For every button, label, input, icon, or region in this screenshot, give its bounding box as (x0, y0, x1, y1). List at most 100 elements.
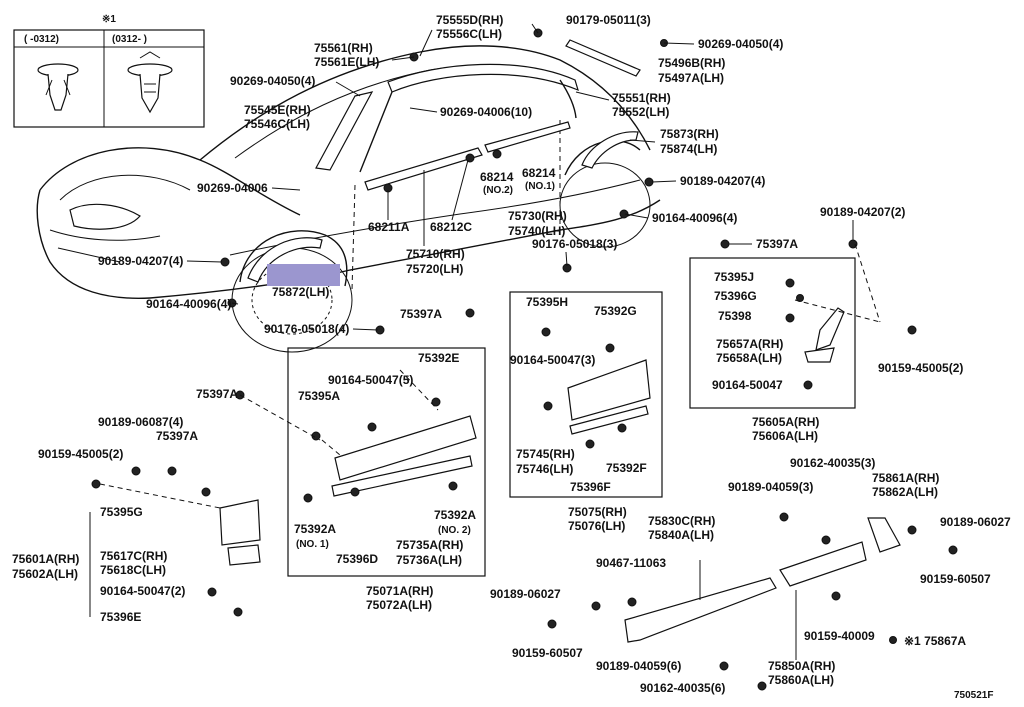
label-75071A: 75071A(RH) (366, 584, 433, 598)
label-68214-no2-note: (NO.2) (483, 185, 513, 196)
rear-door-protector-box (509, 291, 663, 498)
label-75730: 75730(RH) (508, 209, 567, 223)
label-75397A-left2: 75397A (156, 429, 198, 443)
label-75396G: 75396G (714, 289, 757, 303)
label-75397A-top: 75397A (756, 237, 798, 251)
label-75392G: 75392G (594, 304, 637, 318)
legend-col-left: ( -0312) (24, 34, 59, 45)
label-68214-no1-note: (NO.1) (525, 181, 555, 192)
label-68214-no2: 68214 (480, 170, 514, 184)
label-75617C: 75617C(RH) (100, 549, 167, 563)
label-75392A-no2: 75392A (434, 508, 476, 522)
label-68212C: 68212C (430, 220, 472, 234)
label-75556C: 75556C(LH) (436, 27, 502, 41)
leader-lines (186, 23, 854, 331)
label-90269-04006-10: 90269-04006(10) (440, 105, 532, 119)
legend-mark: ※1 (102, 14, 116, 25)
label-90164-50047-3: 90164-50047(3) (510, 353, 595, 367)
label-90159-45005-l: 90159-45005(2) (38, 447, 123, 461)
label-75735A: 75735A(RH) (396, 538, 463, 552)
label-75497A: 75497A(LH) (658, 71, 724, 85)
label-90164-40096-r: 90164-40096(4) (652, 211, 737, 225)
label-90162-40035-3: 90162-40035(3) (790, 456, 875, 470)
rocker-moldings (547, 512, 958, 691)
label-90467-11063: 90467-11063 (596, 556, 666, 570)
label-75720: 75720(LH) (406, 262, 463, 276)
label-75561E: 75561E(LH) (314, 55, 379, 69)
redaction-box (267, 264, 340, 286)
label-75740: 75740(LH) (508, 224, 565, 238)
label-75867A: ※1 75867A (904, 634, 966, 648)
label-75395J: 75395J (714, 270, 754, 284)
label-75618C: 75618C(LH) (100, 563, 166, 577)
label-75398: 75398 (718, 309, 752, 323)
label-75395A: 75395A (298, 389, 340, 403)
label-90189-06087: 90189-06087(4) (98, 415, 183, 429)
label-75075: 75075(RH) (568, 505, 627, 519)
label-90189-06027-l: 90189-06027 (490, 587, 561, 601)
part-labels: 75555D(RH) 75556C(LH) 90179-05011(3) 902… (12, 13, 1011, 701)
label-75561: 75561(RH) (314, 41, 373, 55)
label-75545E: 75545E(RH) (244, 103, 311, 117)
moldings (247, 39, 641, 283)
label-90189-06027-r: 90189-06027 (940, 515, 1011, 529)
label-75746: 75746(LH) (516, 462, 573, 476)
label-90164-50047-b: 90164-50047 (712, 378, 783, 392)
label-75552: 75552(LH) (612, 105, 669, 119)
clip-legend-box: ※1 ( -0312) (0312- ) (13, 14, 205, 128)
label-90189-04059-3: 90189-04059(3) (728, 480, 813, 494)
label-90159-45005-r: 90159-45005(2) (878, 361, 963, 375)
label-90159-60507-l: 90159-60507 (512, 646, 583, 660)
label-75606A: 75606A(LH) (752, 429, 818, 443)
label-75395H: 75395H (526, 295, 568, 309)
label-90162-40035-6: 90162-40035(6) (640, 681, 725, 695)
label-75396F: 75396F (570, 480, 611, 494)
label-75546C: 75546C(LH) (244, 117, 310, 131)
label-90189-04059-6: 90189-04059(6) (596, 659, 681, 673)
front-mudguard (89, 394, 321, 617)
label-75076: 75076(LH) (568, 519, 625, 533)
label-75396D: 75396D (336, 552, 378, 566)
label-75736A: 75736A(LH) (396, 553, 462, 567)
label-68214-no1: 68214 (522, 166, 556, 180)
label-75397A-mid: 75397A (400, 307, 442, 321)
clip-new-icon (127, 51, 173, 114)
label-75872: 75872(LH) (272, 285, 329, 299)
clip-old-icon (37, 63, 79, 111)
label-75072A: 75072A(LH) (366, 598, 432, 612)
mudguard-box (689, 243, 881, 409)
label-75602A: 75602A(LH) (12, 567, 78, 581)
label-90189-04207-r: 90189-04207(4) (680, 174, 765, 188)
label-68211A: 68211A (368, 220, 410, 234)
label-90164-50047-2: 90164-50047(2) (100, 584, 185, 598)
label-75392F: 75392F (606, 461, 647, 475)
label-90179: 90179-05011(3) (566, 13, 651, 27)
label-90159-40009: 90159-40009 (804, 629, 875, 643)
label-90176-r: 90176-05018(3) (532, 237, 617, 251)
label-90176-l: 90176-05018(4) (264, 322, 349, 336)
label-75392A-no1: 75392A (294, 522, 336, 536)
label-75657A: 75657A(RH) (716, 337, 783, 351)
label-75840A: 75840A(LH) (648, 528, 714, 542)
label-75551: 75551(RH) (612, 91, 671, 105)
label-75862A: 75862A(LH) (872, 485, 938, 499)
label-75601A: 75601A(RH) (12, 552, 79, 566)
label-75396E: 75396E (100, 610, 141, 624)
label-75658A: 75658A(LH) (716, 351, 782, 365)
label-75605A: 75605A(RH) (752, 415, 819, 429)
label-90189-04207-2: 90189-04207(2) (820, 205, 905, 219)
label-75395G: 75395G (100, 505, 143, 519)
label-90159-60507-r: 90159-60507 (920, 572, 991, 586)
label-75710: 75710(RH) (406, 247, 465, 261)
label-90189-04207-l: 90189-04207(4) (98, 254, 183, 268)
label-75830C: 75830C(RH) (648, 514, 715, 528)
label-90164-50047-5: 90164-50047(5) (328, 373, 413, 387)
label-75392E: 75392E (418, 351, 459, 365)
label-75861A: 75861A(RH) (872, 471, 939, 485)
label-75496B: 75496B(RH) (658, 56, 725, 70)
label-75873: 75873(RH) (660, 127, 719, 141)
label-90164-40096-l: 90164-40096(4) (146, 297, 231, 311)
label-75745: 75745(RH) (516, 447, 575, 461)
legend-col-right: (0312- ) (112, 34, 147, 45)
